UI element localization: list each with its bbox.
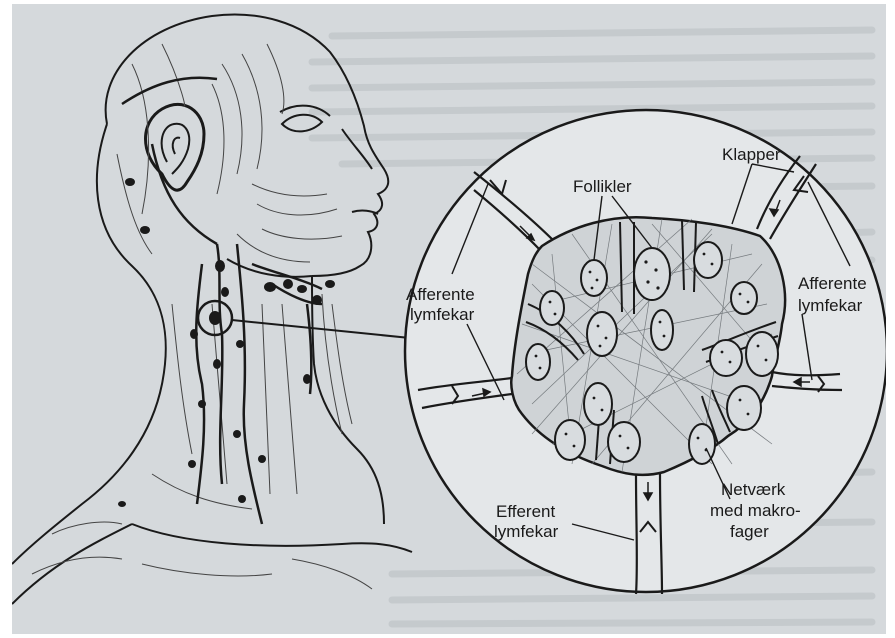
label-afferente-right-2: lymfekar — [798, 296, 863, 315]
neck-back-outline — [12, 124, 166, 564]
label-netvaerk-3: fager — [730, 522, 769, 541]
ear — [146, 104, 205, 190]
label-klapper: Klapper — [722, 145, 781, 164]
label-afferente-right-1: Afferente — [798, 274, 867, 293]
label-efferent-1: Efferent — [496, 502, 556, 521]
magnified-lymph-node: Follikler Klapper Afferente lymfekar Aff… — [405, 110, 886, 594]
head-outline — [106, 15, 389, 277]
label-efferent-2: lymfekar — [494, 522, 559, 541]
label-afferente-left-2: lymfekar — [410, 305, 475, 324]
eye — [282, 115, 322, 132]
label-netvaerk-2: med makro- — [710, 501, 801, 520]
label-afferente-left-1: Afferente — [406, 285, 475, 304]
magnification-connector-line — [232, 320, 410, 338]
label-netvaerk-1: Netværk — [721, 480, 786, 499]
book-page: Follikler Klapper Afferente lymfekar Aff… — [12, 4, 886, 634]
lymph-nodes — [118, 178, 335, 507]
lymph-node-illustration: Follikler Klapper Afferente lymfekar Aff… — [12, 4, 886, 634]
head-neck-drawing — [12, 15, 412, 605]
label-follikler: Follikler — [573, 177, 632, 196]
